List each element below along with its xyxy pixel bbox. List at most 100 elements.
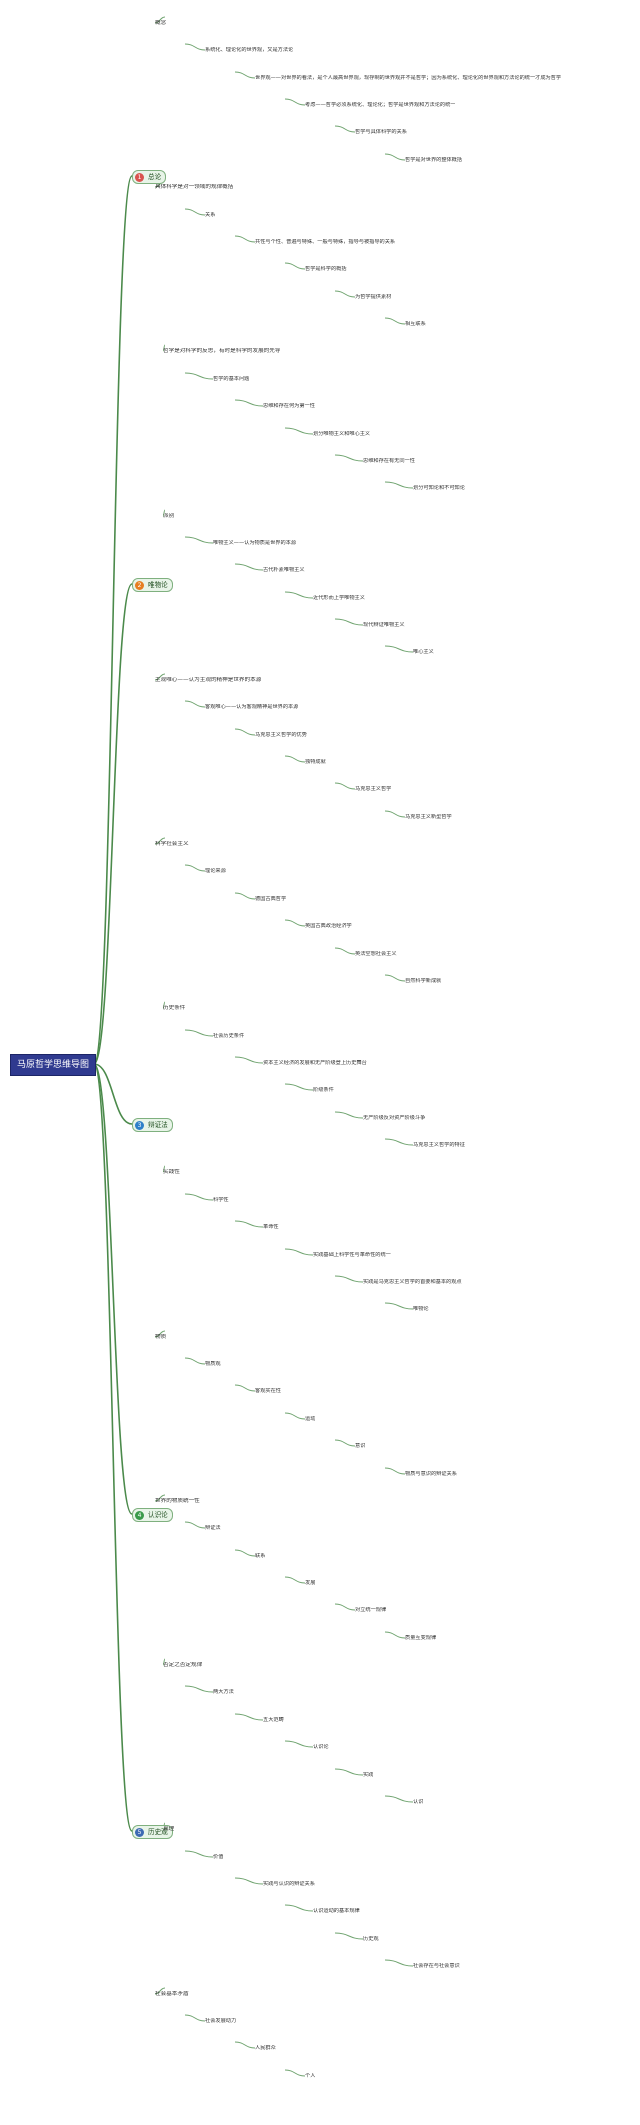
connector-line [234, 1056, 264, 1064]
mindmap-node: 关系 [205, 212, 216, 218]
connector-line [334, 454, 364, 462]
mindmap-node: 科学社会主义 [155, 841, 189, 847]
connector-line [384, 974, 406, 982]
connector-line [162, 1165, 166, 1173]
connector-line [154, 1494, 166, 1502]
mindmap-node: 自然科学新成就 [405, 978, 442, 984]
mindmap-node: 客观唯心——认为客观精神是世界的本源 [205, 704, 299, 710]
mindmap-node: 对立统一规律 [355, 1607, 387, 1613]
mindmap-node: 概念 [155, 20, 167, 26]
connector-line [234, 892, 256, 900]
connector-line [184, 1850, 214, 1858]
mindmap-node: 哲学是对世界的整体概括 [405, 157, 463, 163]
branch-label: 辩证法 [148, 1121, 168, 1129]
mindmap-node: 发展 [305, 1580, 316, 1586]
mindmap-node: 思维和存在有无同一性 [363, 458, 415, 464]
mindmap-node: 思维和存在何为第一性 [263, 403, 315, 409]
connector-line [284, 262, 306, 270]
mindmap-node: 理论来源 [205, 868, 226, 874]
mindmap-node: 历史观 [363, 1936, 379, 1942]
mindmap-node: 德国古典哲学 [255, 896, 287, 902]
mindmap-node: 派别 [163, 513, 175, 519]
connector-line [234, 1549, 256, 1557]
branch-number-badge: 3 [135, 1120, 144, 1130]
mindmap-node: 两大方法 [213, 1689, 234, 1695]
mindmap-node: 质量互变规律 [405, 1635, 437, 1641]
connector-line [162, 1658, 166, 1666]
mindmap-node: 划分可知论和不可知论 [413, 485, 465, 491]
connector-line [93, 1063, 133, 1515]
mindmap-node: 哲学是科学的概括 [305, 266, 347, 272]
connector-line [184, 864, 206, 872]
mindmap-node: 唯物论 [413, 1306, 429, 1312]
connector-line [184, 1521, 206, 1529]
connector-line [184, 1685, 214, 1693]
mindmap-node: 相互联系 [405, 321, 426, 327]
branch-number-badge: 2 [135, 580, 144, 590]
connector-line [284, 2069, 306, 2077]
connector-line [284, 98, 306, 106]
connector-line [384, 810, 406, 818]
mindmap-node: 无产阶级反对资产阶级斗争 [363, 1115, 426, 1121]
mindmap-node: 物质与意识的辩证关系 [405, 1471, 457, 1477]
mindmap-node: 为哲学提供素材 [355, 294, 392, 300]
branch-node: 3 辩证法 [132, 1118, 173, 1132]
mindmap-node: 物质观 [205, 1361, 221, 1367]
connector-line [284, 1083, 314, 1091]
mindmap-node: 社会基本矛盾 [155, 1991, 189, 1997]
connector-line [162, 509, 166, 517]
connector-line [334, 125, 356, 133]
mindmap-node: 运动 [305, 1416, 316, 1422]
mindmap-node: 独特成就 [305, 759, 326, 765]
connector-line [93, 1063, 133, 1832]
connector-line [234, 1713, 264, 1721]
mindmap-node: 马克思主义哲学的优势 [255, 732, 307, 738]
connector-line [334, 782, 356, 790]
mindmap-node: 个人 [305, 2073, 316, 2079]
connector-line [234, 1877, 264, 1885]
connector-line [284, 1904, 314, 1912]
mindmap-node: 唯物主义——认为物质是世界的本源 [213, 540, 297, 546]
branch-label: 总论 [148, 173, 162, 181]
connector-line [384, 1138, 414, 1146]
mindmap-node: 社会历史条件 [213, 1033, 245, 1039]
connector-line [334, 1275, 364, 1283]
root-node: 马原哲学思维导图 [10, 1054, 96, 1076]
mindmap-node: 哲学是对科学的反思，有时是科学的发展的先导 [163, 348, 281, 354]
mindmap-node: 马克思主义哲学 [355, 786, 392, 792]
branch-label: 历史观 [148, 1828, 168, 1836]
mindmap-node: 系统化、理论化的世界观，又是方法论 [205, 47, 294, 53]
connector-line [284, 1412, 306, 1420]
mindmap-node: 物质 [155, 1334, 167, 1340]
mindmap-node: 实践是马克思主义哲学的首要和基本的观点 [363, 1279, 462, 1285]
mindmap-node: 具体科学是对一领域的规律概括 [155, 184, 234, 190]
mindmap-node: 认识 [413, 1799, 424, 1805]
connector-line [184, 2014, 206, 2022]
connector-line [154, 673, 166, 681]
connector-line [234, 399, 264, 407]
mindmap-node: 社会存在与社会意识 [413, 1963, 460, 1969]
mindmap-node: 辩证法 [205, 1525, 221, 1531]
connector-line [184, 1029, 214, 1037]
connector-line [234, 728, 256, 736]
connector-line [384, 317, 406, 325]
mindmap-node: 共性与个性、普遍与特殊、一般与特殊，指导与被指导的关系 [255, 239, 396, 245]
connector-line [162, 1001, 166, 1009]
connector-line [234, 71, 256, 79]
connector-line [334, 1111, 364, 1119]
mindmap-node: 资本主义经济的发展和无产阶级登上历史舞台 [263, 1060, 367, 1066]
branch-number-badge: 5 [135, 1827, 144, 1837]
branch-number-badge: 1 [135, 172, 144, 182]
mindmap-node: 真理 [163, 1826, 175, 1832]
mindmap-node: 历史条件 [163, 1005, 186, 1011]
mindmap-node: 认识运动的基本规律 [313, 1908, 360, 1914]
connector-line [384, 1302, 414, 1310]
connector-line [284, 755, 306, 763]
connector-line [284, 427, 314, 435]
connector-line [284, 1740, 314, 1748]
connector-line [334, 1932, 364, 1940]
connector-line [334, 1603, 356, 1611]
